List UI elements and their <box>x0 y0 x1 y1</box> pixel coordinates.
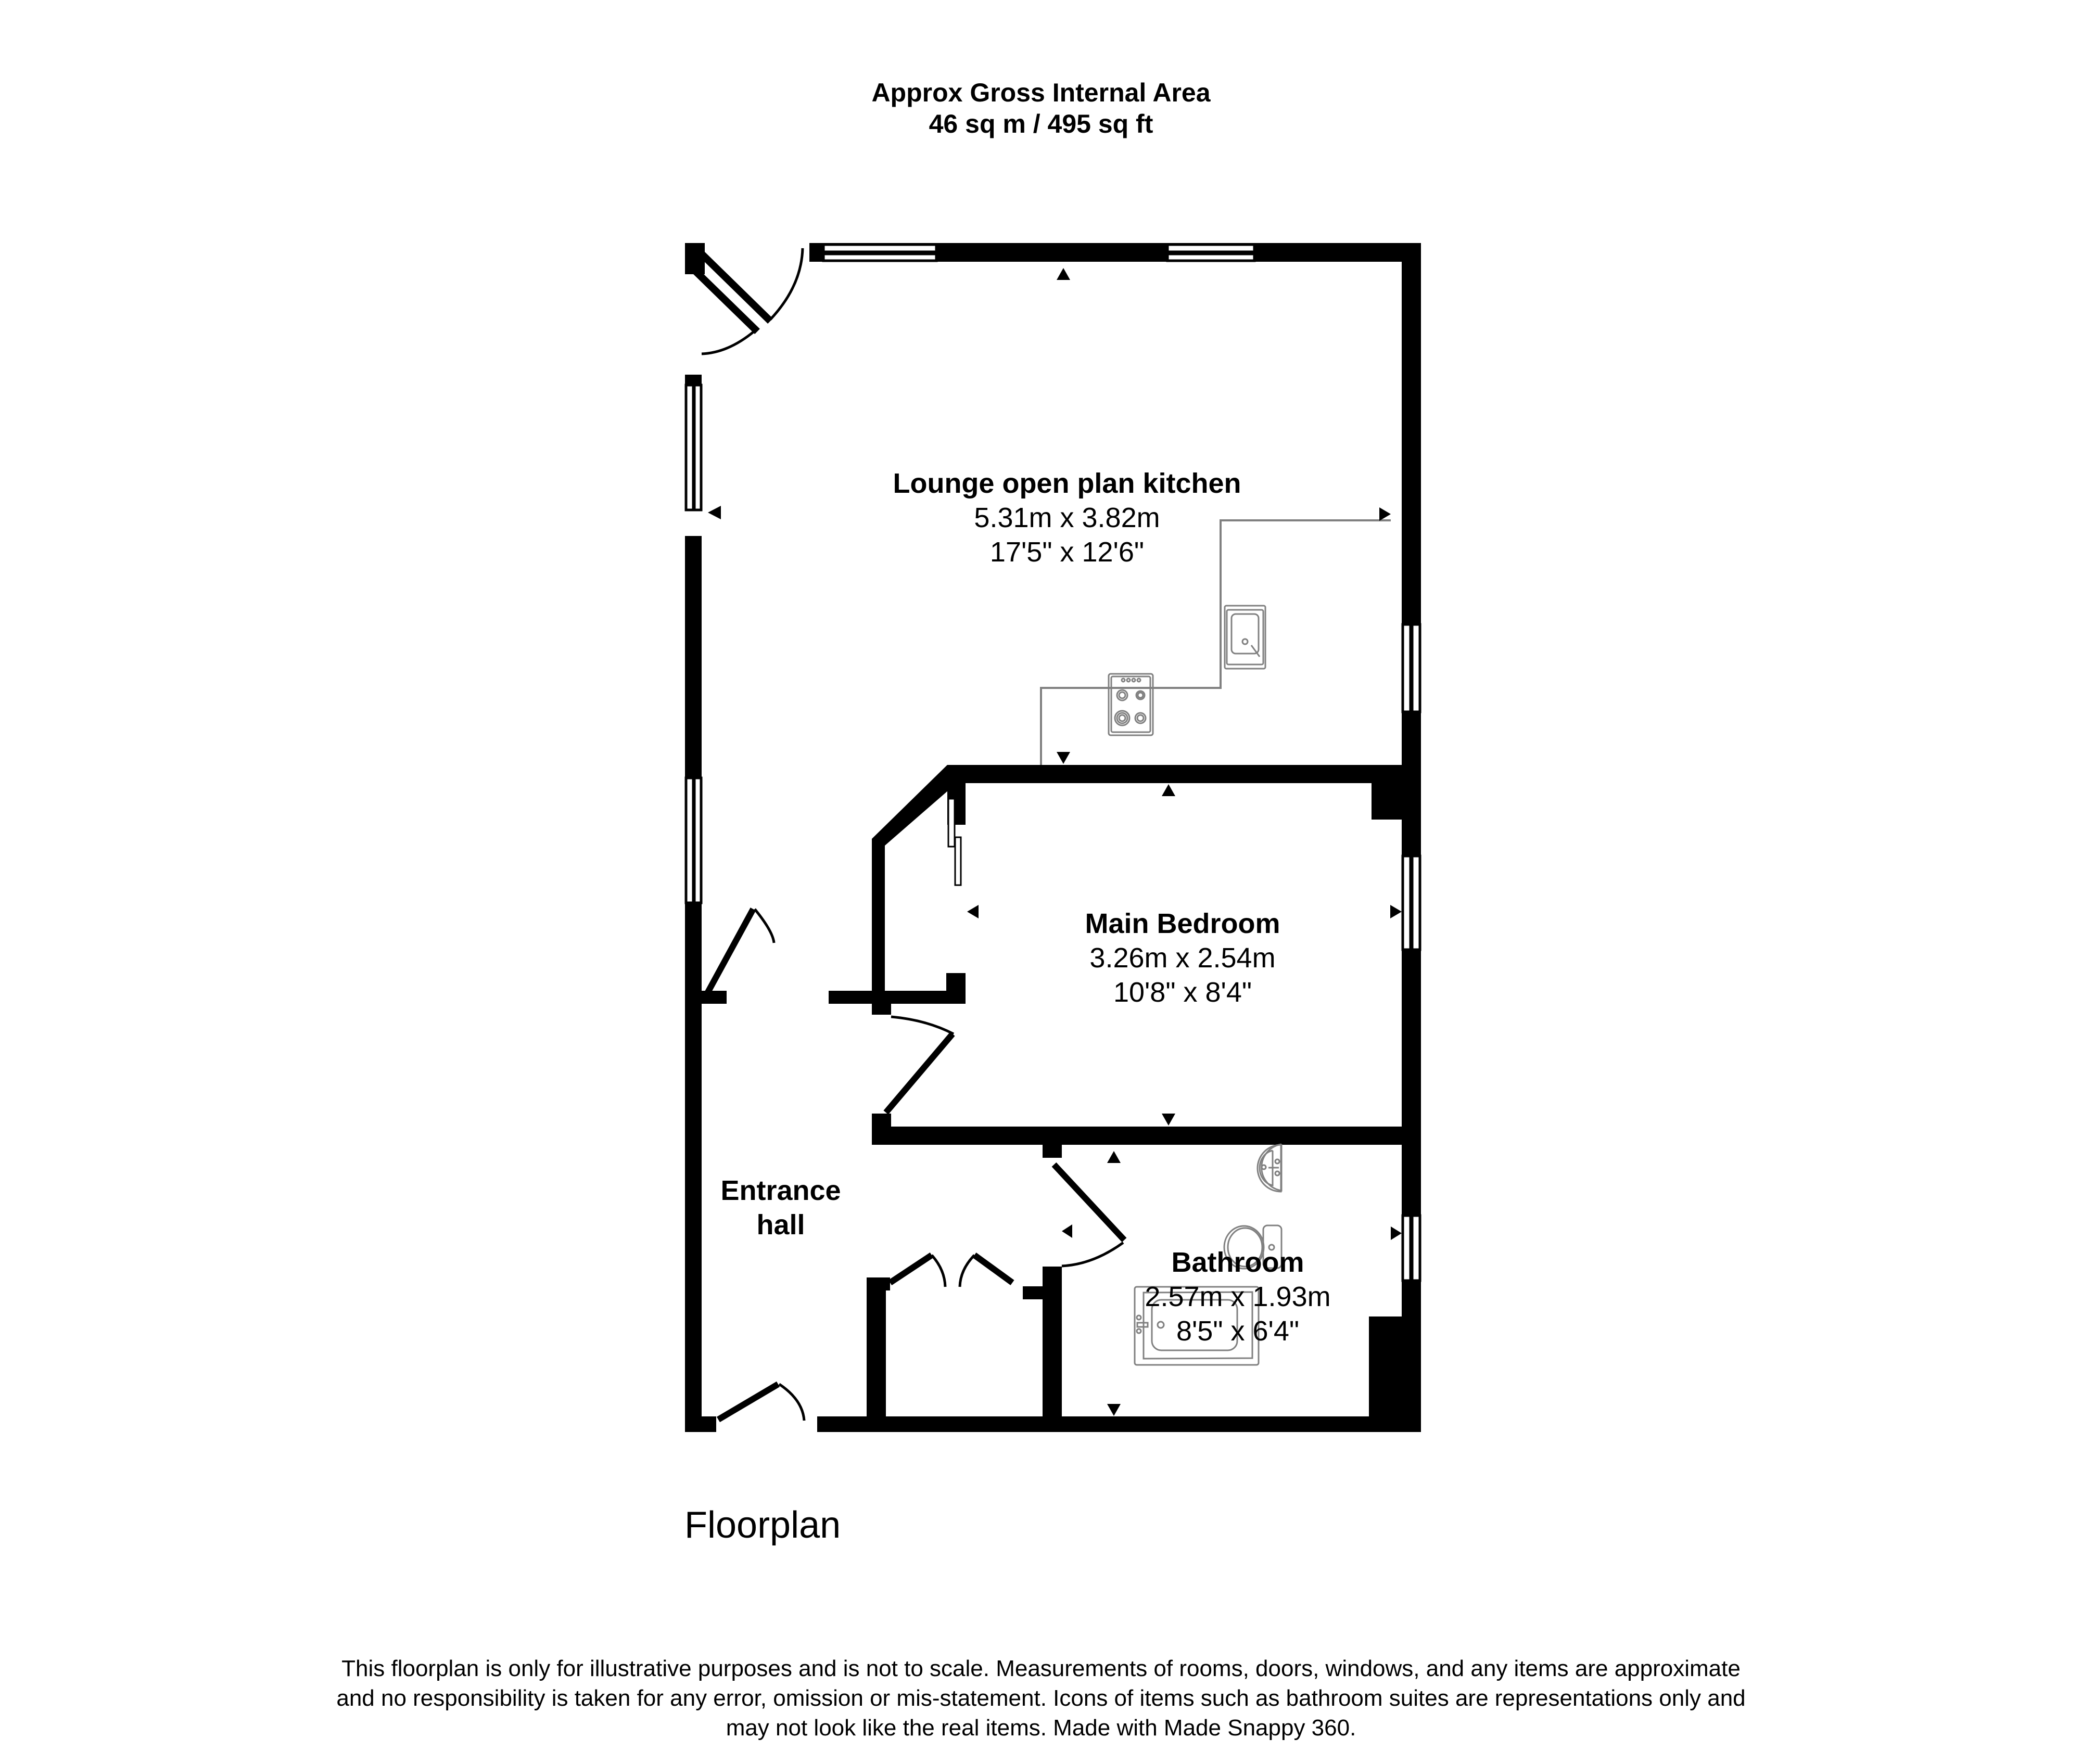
area-header: Approx Gross Internal Area 46 sq m / 495… <box>0 77 2082 139</box>
area-title: Approx Gross Internal Area <box>871 78 1211 107</box>
sink-icon <box>1224 605 1266 670</box>
room-name: Lounge open plan kitchen <box>893 468 1241 499</box>
doors <box>692 248 1127 1423</box>
room-name: Main Bedroom <box>1085 908 1280 939</box>
room-metric: 2.57m x 1.93m <box>1145 1281 1331 1312</box>
toilet-icon <box>1223 1224 1283 1270</box>
disclaimer-line: This floorplan is only for illustrative … <box>341 1656 1741 1681</box>
bath-icon <box>1134 1286 1260 1366</box>
room-entrance-hall: Entrance hall <box>720 1173 841 1242</box>
hob-icon <box>1108 673 1154 736</box>
washbasin-icon <box>1256 1143 1283 1193</box>
disclaimer: This floorplan is only for illustrative … <box>0 1654 2082 1743</box>
room-name: Bathroom <box>1171 1247 1304 1278</box>
windows <box>684 243 1421 1282</box>
area-value: 46 sq m / 495 sq ft <box>929 109 1153 138</box>
room-metric: 3.26m x 2.54m <box>1089 942 1276 974</box>
room-metric: 5.31m x 3.82m <box>974 502 1160 533</box>
room-imperial: 10'8" x 8'4" <box>1113 977 1252 1008</box>
measure-arrows <box>708 268 1402 1416</box>
room-name-line1: Entrance <box>720 1175 841 1206</box>
wardrobe-sliding-doors <box>947 798 962 886</box>
room-imperial: 8'5" x 6'4" <box>1176 1315 1300 1347</box>
disclaimer-line: may not look like the real items. Made w… <box>726 1715 1356 1741</box>
room-main-bedroom: Main Bedroom 3.26m x 2.54m 10'8" x 8'4" <box>1085 906 1280 1009</box>
kitchen-counter <box>1040 519 1391 765</box>
room-lounge-kitchen: Lounge open plan kitchen 5.31m x 3.82m 1… <box>893 466 1241 569</box>
floor-label: Floorplan <box>684 1504 841 1546</box>
disclaimer-line: and no responsibility is taken for any e… <box>336 1685 1746 1711</box>
room-imperial: 17'5" x 12'6" <box>989 536 1145 568</box>
room-name-line2: hall <box>756 1209 805 1241</box>
room-bathroom: Bathroom 2.57m x 1.93m 8'5" x 6'4" <box>1145 1245 1330 1348</box>
